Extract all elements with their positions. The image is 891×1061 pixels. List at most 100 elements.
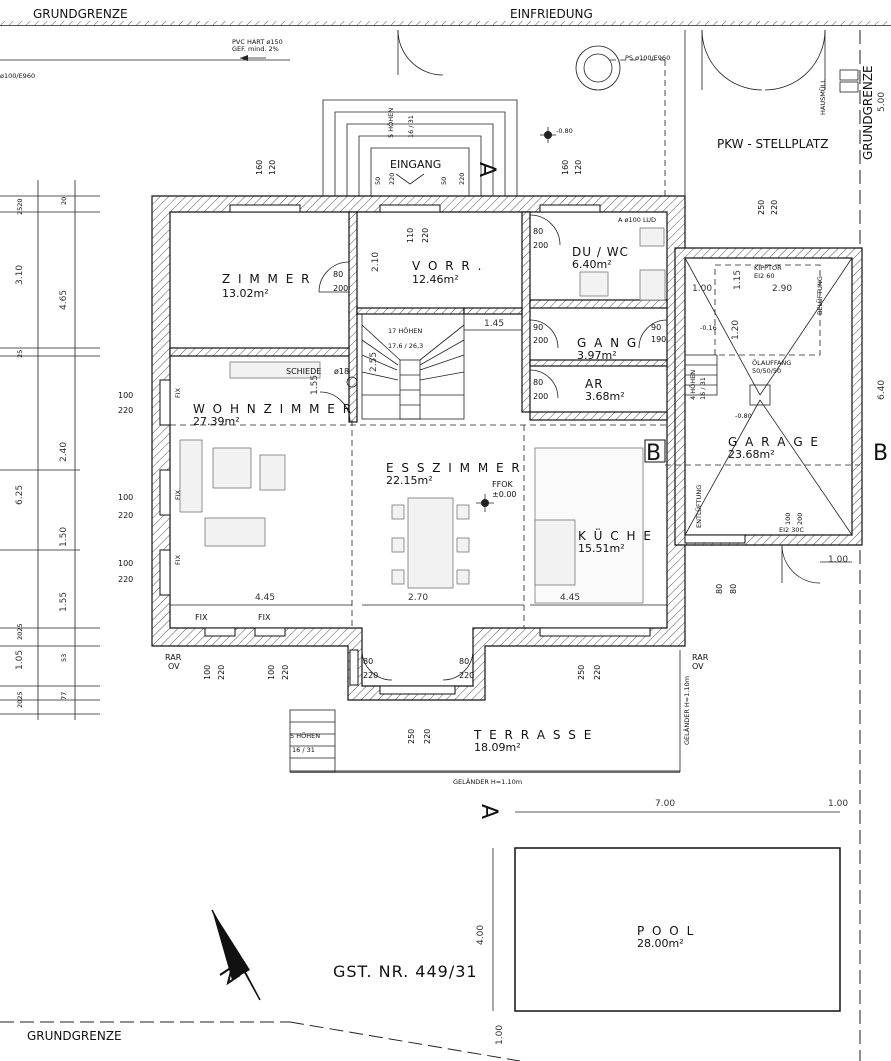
dim-pool-edge-2: 1.00 — [495, 1025, 505, 1045]
north-arrow-icon — [211, 909, 261, 1001]
room-pool-name: P O O L — [637, 924, 695, 938]
dim-stairs: 2.55 — [369, 352, 379, 372]
section-a-top: A — [474, 162, 499, 177]
oelauffang-size: 50/50/50 — [752, 367, 781, 375]
kipptor-label: KIPPTOR — [754, 264, 782, 272]
fix-label-5: FIX — [174, 554, 182, 565]
room-zimmer-area: 13.02m² — [222, 287, 269, 300]
doors — [318, 214, 668, 681]
door-terr-left-h: 220 — [363, 671, 378, 680]
dim-right-2: 6.40 — [877, 380, 887, 400]
win-bottom-1-h: 220 — [217, 665, 226, 680]
win-terr-h: 220 — [423, 729, 432, 744]
terrace-stairs — [289, 709, 336, 773]
grundgrenze-bottom-label: GRUNDGRENZE — [27, 1029, 122, 1043]
grundgrenze-top-label: GRUNDGRENZE — [33, 7, 128, 21]
fix-label-4: FIX — [174, 489, 182, 500]
einfriedung-label: EINFRIEDUNG — [510, 7, 593, 21]
dim-pool-height: 4.00 — [476, 925, 486, 945]
pipe-note-1: PVC HART ø150 — [232, 38, 283, 46]
hausmuell-label: HAUSMÜLL — [818, 79, 827, 115]
section-b-left: B — [646, 441, 661, 466]
room-vorr-area: 12.46m² — [412, 273, 459, 286]
dim-left-3: 2.40 — [59, 442, 69, 462]
dim-left-4: 6.25 — [15, 485, 25, 505]
kipptor-rating: EI2 60 — [754, 272, 775, 280]
ps-note: PS ø100/E960 — [625, 54, 670, 62]
dim-left-small-6: 20 — [60, 197, 68, 205]
dim-pool-edge: 1.00 — [828, 799, 848, 809]
entry-door-w: 50 — [374, 177, 382, 185]
garage-level: -0.80 — [735, 412, 752, 420]
ffok-level: ±0.00 — [492, 490, 517, 499]
dim-garage-3: 1.20 — [731, 320, 741, 340]
room-duwc-name: DU / WC — [572, 245, 629, 259]
dim-left-6: 1.55 — [59, 592, 69, 612]
plot-number: GST. NR. 449/31 — [333, 962, 478, 981]
win-wohn-1-h: 220 — [118, 406, 133, 415]
pool-outline — [514, 847, 841, 1012]
win-wohn-2-h: 220 — [118, 511, 133, 520]
door-wc-h: 200 — [533, 241, 548, 250]
gelaender-bottom: GELÄNDER H=1.10m — [453, 777, 522, 786]
entry-level-label: -0.80 — [556, 127, 573, 135]
lud-label: A ø100 LUD — [618, 216, 656, 224]
door-gang-w: 90 — [533, 323, 543, 332]
door-wc-w: 80 — [533, 227, 543, 236]
garage-stairs-label: 4 HÖHEN — [688, 370, 697, 400]
ffok-label: FFOK — [492, 480, 514, 489]
kipptor-width: 2.90 — [772, 284, 792, 294]
dim-garage-side: 1.00 — [828, 555, 848, 565]
dim-left-2: 4.65 — [59, 290, 69, 310]
ov-right: OV — [692, 662, 704, 671]
room-gang-name: G A N G — [577, 336, 638, 350]
pump-shaft — [575, 45, 621, 91]
garage-stairs-ratio: 16 / 31 — [699, 377, 707, 400]
belueftung-label: BELÜFTUNG — [815, 276, 824, 315]
dim-right-1: 5.00 — [877, 92, 887, 112]
main-stairs-ratio: 17,6 / 26,3 — [388, 342, 423, 350]
room-terrasse-name: T E R R A S S E — [473, 728, 593, 742]
garage-door-rating: EI2 30C — [779, 526, 804, 534]
door-terr-right-w: 80 — [459, 657, 469, 666]
win-bottom-2-w: 100 — [267, 665, 276, 680]
win-wohn-3-h: 220 — [118, 575, 133, 584]
win-bottom-1-w: 100 — [203, 665, 212, 680]
dim-garage-1: 1.00 — [692, 284, 712, 294]
room-wohnzimmer-area: 27.39m² — [193, 415, 240, 428]
room-garage-area: 23.68m² — [728, 448, 775, 461]
dim-garage-2: 1.15 — [733, 270, 743, 290]
chimney-label: ø18 — [334, 367, 349, 376]
room-ar-area: 3.68m² — [585, 390, 625, 403]
door-garage-w: 90 — [651, 323, 661, 332]
terrace-stairs-label: 5 HÖHEN — [290, 731, 320, 740]
dim-vorr: 2.10 — [371, 252, 381, 272]
win-wohn-1-w: 100 — [118, 391, 133, 400]
fix-label-2: FIX — [258, 613, 271, 622]
entry-level-marker — [540, 127, 556, 143]
gelaender-right: GELÄNDER H=1.10m — [682, 676, 691, 745]
room-pool-area: 28.00m² — [637, 937, 684, 950]
pipe-note-2: GEF. mind. 2% — [232, 45, 279, 53]
dim-left-small-4: 2025 — [16, 691, 24, 708]
entry-stairs-label: 5 HÖHEN — [386, 108, 395, 138]
dim-kueche-width: 4.45 — [560, 593, 580, 603]
parking-gate — [701, 29, 859, 93]
win-garage-w: 250 — [757, 200, 766, 215]
win-kueche-h: 220 — [593, 665, 602, 680]
entry-stairs-ratio: 16 / 31 — [407, 115, 415, 138]
dim-left-small-3: 2025 — [16, 623, 24, 640]
win-zimmer-w: 160 — [255, 160, 264, 175]
room-ar-name: AR — [585, 377, 604, 391]
room-garage-name: G A R A G E — [728, 435, 820, 449]
room-zimmer-name: Z I M M E R — [222, 272, 311, 286]
gang-level: -0.16 — [700, 324, 717, 332]
win-vorr-w: 110 — [406, 228, 415, 243]
room-gang-area: 3.97m² — [577, 349, 617, 362]
pkw-stellplatz-label: PKW - STELLPLATZ — [717, 137, 828, 151]
terrace-stairs-ratio: 16 / 31 — [292, 746, 315, 754]
dim-left-7: 1.05 — [15, 650, 25, 670]
door-garage-out-h: 200 — [796, 513, 804, 525]
entry-stairs — [322, 99, 518, 198]
door-terr-right-h: 220 — [459, 671, 474, 680]
